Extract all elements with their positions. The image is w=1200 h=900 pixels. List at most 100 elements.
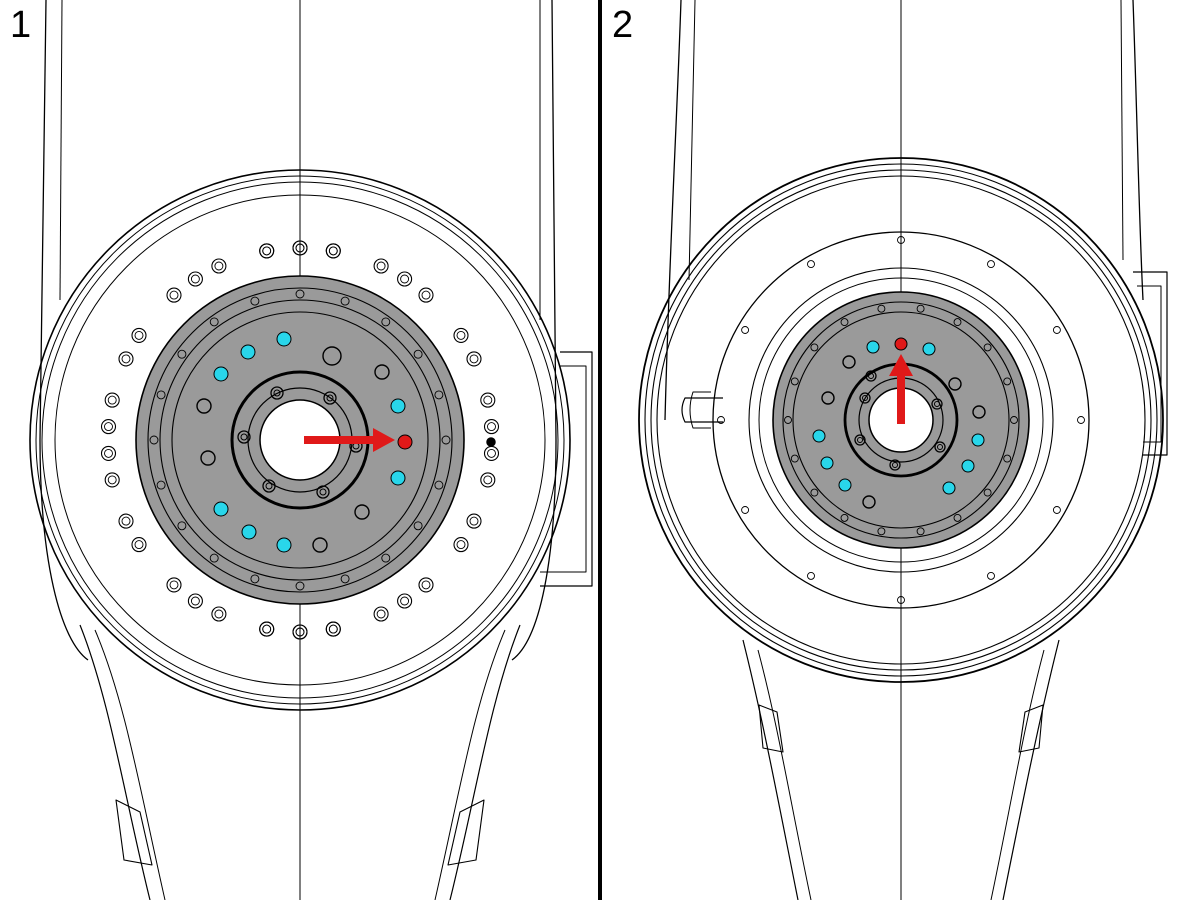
mount-bolt-hole <box>118 351 134 367</box>
mount-bolt-hole-inner <box>456 330 466 340</box>
mount-bolt-hole-inner <box>190 596 200 606</box>
mount-bolt-hole <box>259 243 275 259</box>
housing-ring <box>656 175 1146 665</box>
flange-small-hole <box>840 513 849 522</box>
mount-bolt-hole-inner <box>295 243 305 253</box>
flange-small-hole <box>916 304 925 313</box>
flange-small-hole <box>810 343 819 352</box>
cover-bolt-hole <box>741 326 750 334</box>
flange-dark-hole <box>196 398 212 414</box>
flange-small-hole <box>790 454 799 463</box>
mount-bolt-hole-inner <box>214 609 224 619</box>
hub-screw-core <box>934 401 940 407</box>
flange-small-hole <box>434 390 444 400</box>
cover-lug-inner <box>689 391 711 429</box>
flange-small-hole <box>877 304 886 313</box>
flange-small-hole <box>441 435 451 445</box>
cover-bolt-hole <box>897 236 905 244</box>
cover-plate <box>712 231 1090 609</box>
highlighted-hole <box>838 478 852 492</box>
hub-screw <box>865 370 877 382</box>
mount-bolt-hole-inner <box>456 540 466 550</box>
arm-left-inner-edge <box>59 0 63 301</box>
lower-link-right-inner <box>434 629 506 900</box>
cover-plate-inner-ring <box>758 277 1044 563</box>
mount-bolt-hole <box>453 537 469 553</box>
mount-bolt-hole-inner <box>376 609 386 619</box>
housing-ring <box>650 169 1152 671</box>
arm-side-boss-inner <box>1137 285 1162 443</box>
flange-small-hole <box>340 296 350 306</box>
cover-plate-inner-ring <box>748 267 1054 573</box>
flange-ring <box>782 301 1020 539</box>
mount-bolt-hole-inner <box>487 448 496 458</box>
mount-bolt-hole-inner <box>134 330 144 340</box>
mount-bolt-hole-inner <box>107 475 117 485</box>
cover-bolt-hole <box>1052 506 1061 514</box>
mount-bolt-hole <box>187 271 203 287</box>
mount-bolt-hole-inner <box>104 422 113 432</box>
hub-screw <box>323 391 337 405</box>
flange-small-hole <box>784 416 792 424</box>
flange-dark-hole <box>374 364 390 380</box>
mount-bolt-hole-inner <box>190 274 200 284</box>
hub-screw <box>934 441 946 453</box>
cover-bolt-hole <box>987 260 995 269</box>
lower-link-right-outer <box>449 624 521 900</box>
robot-joint-flange-drawing-2 <box>638 0 1168 900</box>
flange-small-hole <box>250 574 260 584</box>
flange-small-hole <box>156 390 166 400</box>
cover-lug <box>681 397 723 423</box>
flange-dark-hole <box>862 495 876 509</box>
mount-bolt-hole <box>397 593 413 609</box>
flange-dark-hole <box>821 391 835 405</box>
target-hole <box>397 434 413 450</box>
mount-bolt-hole-inner <box>214 261 224 271</box>
mount-bolt-hole <box>466 513 482 529</box>
mount-bolt-hole-inner <box>295 627 305 637</box>
hub-screw-core <box>273 389 281 397</box>
mount-bolt-hole-inner <box>328 624 338 634</box>
highlighted-hole <box>240 344 256 360</box>
step-number-2: 2 <box>612 4 634 46</box>
flange-dark-hole <box>322 346 342 366</box>
hub-screw-core <box>862 395 868 401</box>
flange-small-hole <box>840 318 849 327</box>
mount-bolt-hole-inner <box>121 354 131 364</box>
flange-dark-hole <box>354 504 370 520</box>
mount-bolt-hole <box>166 287 182 303</box>
cover-bolt-hole <box>1077 416 1085 424</box>
mount-bolt-hole-inner <box>400 596 410 606</box>
mount-bolt-hole <box>397 271 413 287</box>
mount-bolt-hole-inner <box>376 261 386 271</box>
mount-bolt-hole <box>187 593 203 609</box>
flange-small-hole <box>177 349 187 359</box>
housing-ring <box>638 157 1164 683</box>
mount-bolt-hole <box>292 624 308 640</box>
flange-small-hole <box>250 296 260 306</box>
lower-link-left-pad <box>758 704 784 753</box>
arrow-right-icon <box>304 428 395 452</box>
highlighted-hole <box>390 398 406 414</box>
arm-left-inner-edge <box>688 0 696 281</box>
panel-2 <box>603 0 1200 900</box>
arm-left-outline <box>664 0 682 421</box>
highlighted-hole <box>276 537 292 553</box>
mount-bolt-hole <box>418 287 434 303</box>
mount-bolt-hole-inner <box>104 448 113 458</box>
lower-link-left-inner <box>757 649 812 900</box>
flange-small-hole <box>1003 454 1012 463</box>
mount-bolt-hole <box>480 472 496 488</box>
flange-dark-hole <box>842 355 856 369</box>
housing-ring <box>41 181 559 699</box>
flange-small-hole <box>916 527 925 536</box>
cover-bolt-hole <box>807 260 815 269</box>
flange-small-hole <box>790 377 799 386</box>
mount-bolt-hole <box>480 392 496 408</box>
flange-small-hole <box>209 317 219 327</box>
flange-small-hole <box>149 435 159 445</box>
hub-screw <box>262 479 276 493</box>
mount-bolt-hole <box>325 243 341 259</box>
highlighted-hole <box>241 524 257 540</box>
mount-bolt-hole <box>100 419 117 435</box>
